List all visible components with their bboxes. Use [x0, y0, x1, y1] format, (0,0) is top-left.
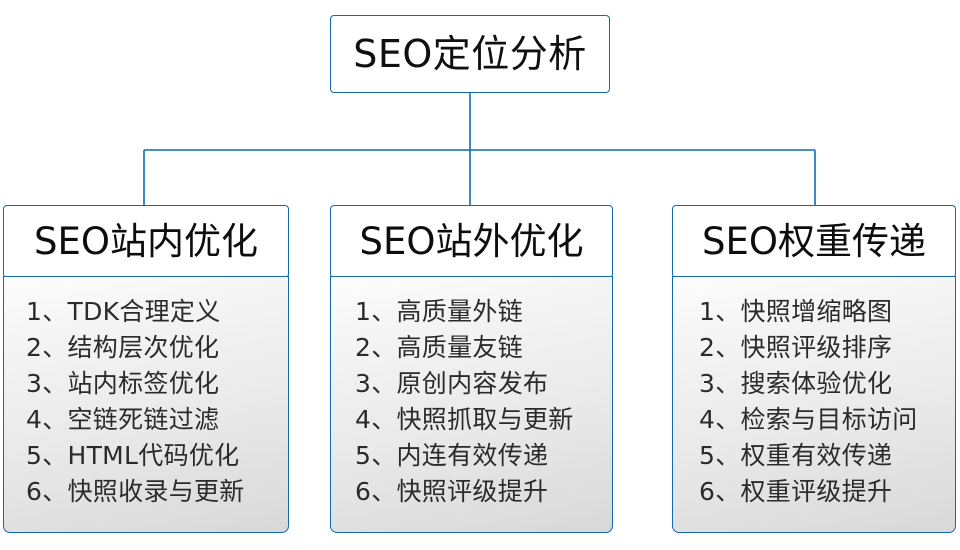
- branch-item-list-2: 1、高质量外链 2、高质量友链 3、原创内容发布 4、快照抓取与更新 5、内连有…: [331, 294, 612, 510]
- list-item: 2、快照评级排序: [699, 333, 893, 363]
- list-item: 3、搜索体验优化: [699, 369, 893, 399]
- root-node[interactable]: SEO定位分析: [330, 15, 610, 93]
- list-item: 3、站内标签优化: [26, 369, 220, 399]
- branch-body-2: 1、高质量外链 2、高质量友链 3、原创内容发布 4、快照抓取与更新 5、内连有…: [330, 276, 613, 534]
- branch-body-3: 1、快照增缩略图 2、快照评级排序 3、搜索体验优化 4、检索与目标访问 5、权…: [672, 276, 956, 534]
- list-item: 4、空链死链过滤: [26, 405, 220, 435]
- list-item: 1、高质量外链: [355, 297, 524, 327]
- list-item: 5、内连有效传递: [355, 441, 549, 471]
- list-item: 3、原创内容发布: [355, 369, 549, 399]
- branch-item-list-1: 1、TDK合理定义 2、结构层次优化 3、站内标签优化 4、空链死链过滤 5、H…: [4, 294, 288, 510]
- branch-column-3: SEO权重传递 1、快照增缩略图 2、快照评级排序 3、搜索体验优化 4、检索与…: [672, 205, 956, 534]
- list-item: 5、HTML代码优化: [26, 441, 240, 471]
- list-item: 2、高质量友链: [355, 333, 524, 363]
- branch-body-1: 1、TDK合理定义 2、结构层次优化 3、站内标签优化 4、空链死链过滤 5、H…: [3, 276, 289, 534]
- list-item: 4、检索与目标访问: [699, 405, 918, 435]
- branch-header-2[interactable]: SEO站外优化: [330, 205, 613, 278]
- list-item: 1、快照增缩略图: [699, 297, 893, 327]
- list-item: 1、TDK合理定义: [26, 297, 221, 327]
- branch-header-1[interactable]: SEO站内优化: [3, 205, 289, 278]
- list-item: 4、快照抓取与更新: [355, 405, 574, 435]
- branch-title-2: SEO站外优化: [359, 220, 584, 263]
- root-node-label: SEO定位分析: [353, 32, 587, 76]
- list-item: 6、快照评级提升: [355, 477, 549, 507]
- branch-title-3: SEO权重传递: [702, 220, 926, 263]
- branch-column-2: SEO站外优化 1、高质量外链 2、高质量友链 3、原创内容发布 4、快照抓取与…: [330, 205, 613, 534]
- branch-title-1: SEO站内优化: [34, 220, 258, 263]
- list-item: 6、权重评级提升: [699, 477, 893, 507]
- list-item: 6、快照收录与更新: [26, 477, 245, 507]
- branch-header-3[interactable]: SEO权重传递: [672, 205, 956, 278]
- list-item: 2、结构层次优化: [26, 333, 220, 363]
- branch-item-list-3: 1、快照增缩略图 2、快照评级排序 3、搜索体验优化 4、检索与目标访问 5、权…: [673, 294, 955, 510]
- list-item: 5、权重有效传递: [699, 441, 893, 471]
- branch-column-1: SEO站内优化 1、TDK合理定义 2、结构层次优化 3、站内标签优化 4、空链…: [3, 205, 289, 534]
